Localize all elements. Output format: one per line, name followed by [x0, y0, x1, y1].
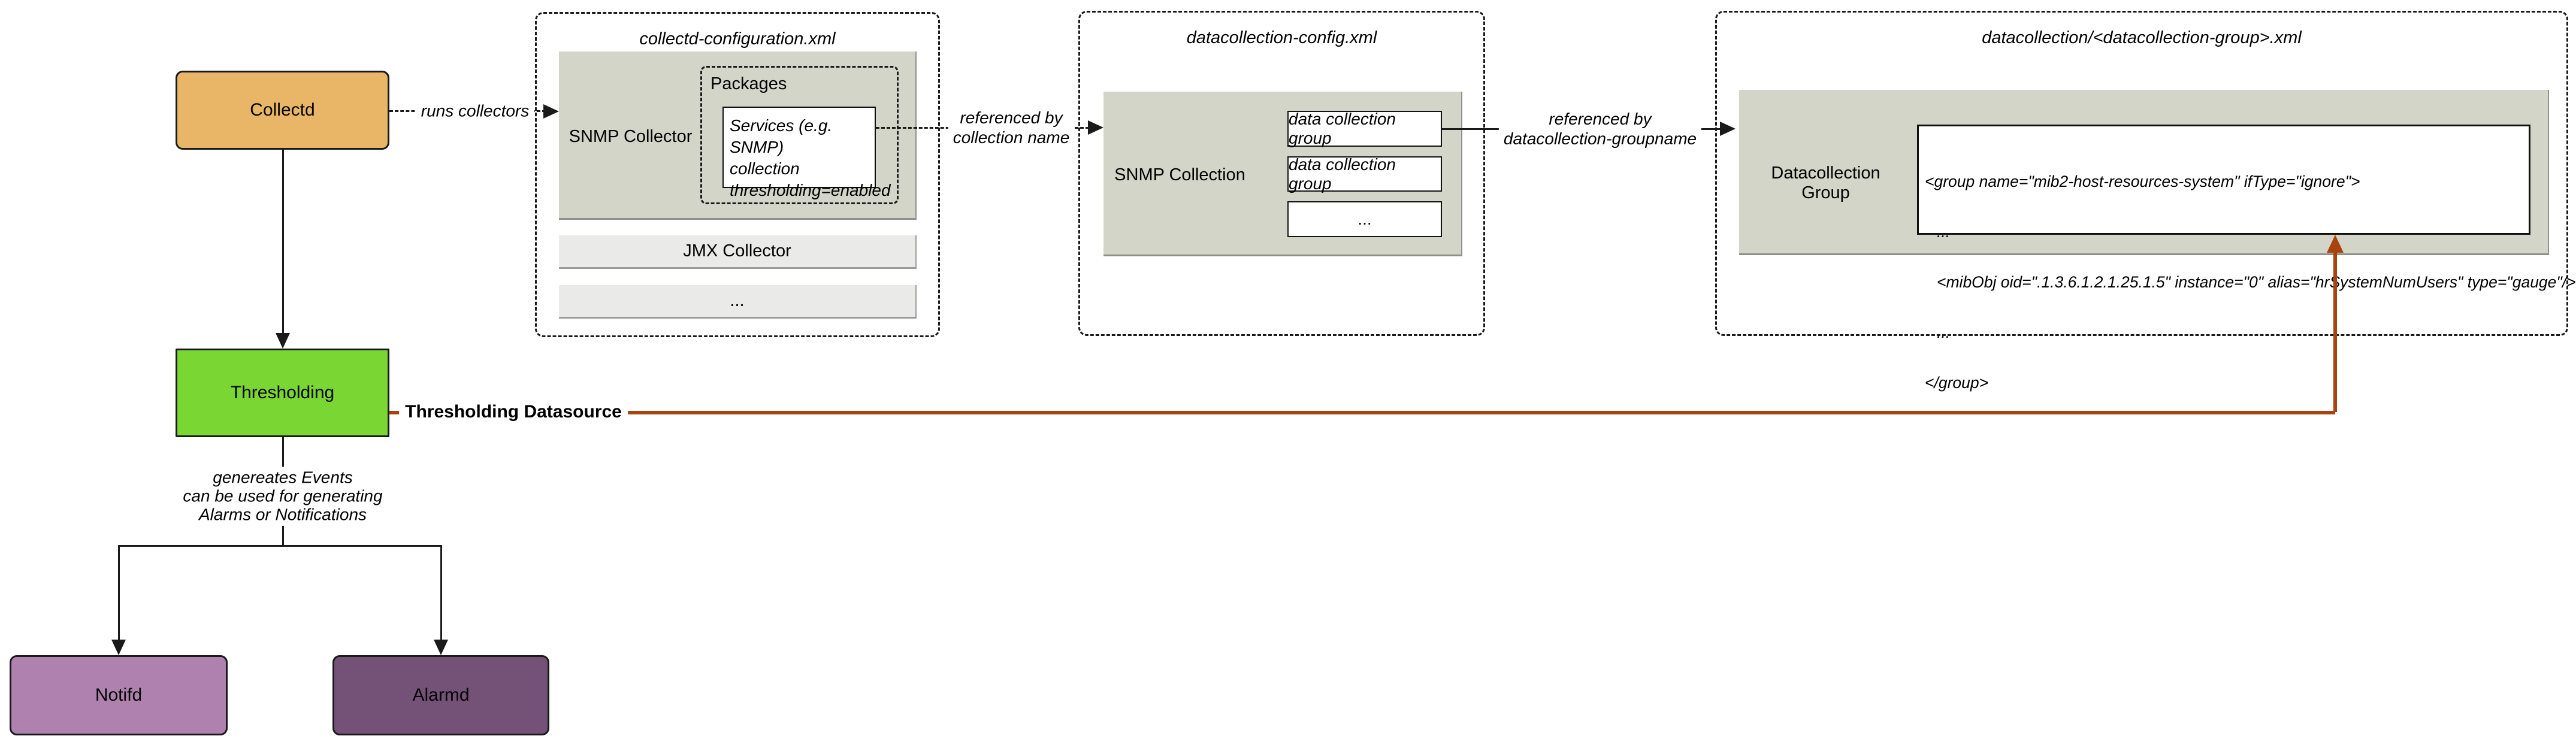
- thresholding-events-line-upper: [282, 437, 284, 468]
- code-line: ...: [1937, 223, 1951, 241]
- thresholding-node: Thresholding: [176, 349, 389, 437]
- data-collection-group-box-more: ...: [1287, 201, 1442, 237]
- datacollection-config-title: datacollection-config.xml: [1186, 28, 1377, 47]
- more-collectors-box: ...: [559, 285, 917, 319]
- notifd-arrowhead-icon: [111, 640, 126, 655]
- jmx-collector-label: JMX Collector: [683, 241, 791, 261]
- data-collection-group-box-1: data collection group: [1287, 110, 1442, 147]
- code-line: </group>: [1925, 374, 1989, 392]
- data-collection-group-label: data collection group: [1289, 110, 1396, 147]
- thresholding-datasource-riser: [2333, 249, 2337, 412]
- notifd-node: Notifd: [10, 655, 228, 735]
- alarmd-label: Alarmd: [412, 685, 470, 705]
- runs-collectors-arrowhead-icon: [543, 104, 559, 119]
- referenced-by-group-label: referenced by datacollection-groupname: [1498, 108, 1702, 150]
- generates-events-note: genereates Events can be used for genera…: [178, 467, 388, 525]
- edge-label-line: referenced by: [1549, 110, 1652, 128]
- services-box: [722, 107, 876, 188]
- edge-label-line: referenced by: [960, 108, 1063, 127]
- code-line: <group name="mib2-host-resources-system"…: [1925, 172, 2360, 190]
- services-line: collection: [730, 159, 800, 178]
- collectd-label: Collectd: [250, 100, 315, 120]
- collectd-to-thresholding-arrowhead-icon: [276, 333, 290, 349]
- data-collection-group-box-2: data collection group: [1287, 155, 1442, 193]
- edge-label-line: collection name: [953, 128, 1070, 147]
- thresholding-datasource-line: [389, 410, 2335, 414]
- branch-to-alarmd-line: [440, 545, 442, 642]
- datacollection-config-container: datacollection-config.xml: [1078, 11, 1485, 336]
- note-line: Alarms or Notifications: [198, 505, 367, 524]
- referenced-by-collection-arrowhead-icon: [1088, 120, 1103, 135]
- data-collection-group-more-label: ...: [1357, 210, 1372, 228]
- more-collectors-label: ...: [730, 291, 745, 310]
- alarmd-arrowhead-icon: [434, 640, 448, 655]
- branch-to-notifd-line: [117, 545, 120, 642]
- packages-box: [700, 66, 899, 204]
- services-line: thresholding=enabled: [730, 181, 891, 199]
- code-line: ...: [1937, 323, 1951, 341]
- collectd-configuration-title: collectd-configuration.xml: [639, 29, 836, 49]
- datacollection-group-file-title: datacollection/<datacollection-group>.xm…: [1982, 28, 2302, 47]
- code-line: <mibObj oid=".1.3.6.1.2.1.25.1.5" instan…: [1937, 273, 2576, 291]
- snmp-collection-label: SNMP Collection: [1114, 165, 1245, 184]
- thresholding-datasource-label: Thresholding Datasource: [399, 401, 628, 423]
- datacollection-group-file-container: datacollection/<datacollection-group>.xm…: [1715, 11, 2568, 336]
- thresholding-label: Thresholding: [230, 383, 335, 402]
- jmx-collector-box: JMX Collector: [559, 235, 917, 269]
- edge-label-line: datacollection-groupname: [1503, 129, 1697, 148]
- events-branch-line: [117, 545, 442, 547]
- packages-label: Packages: [710, 74, 787, 93]
- note-line: genereates Events: [213, 468, 353, 487]
- alarmd-node: Alarmd: [332, 655, 549, 735]
- thresholding-events-line-lower: [282, 526, 284, 546]
- referenced-by-collection-label: referenced by collection name: [948, 107, 1075, 149]
- datacollection-group-code-box: <group name="mib2-host-resources-system"…: [1917, 125, 2576, 391]
- services-text: Services (e.g. SNMP) collection threshol…: [722, 107, 891, 201]
- collectd-node: Collectd: [176, 71, 389, 150]
- notifd-label: Notifd: [95, 685, 143, 705]
- collectd-configuration-container: collectd-configuration.xml: [535, 12, 940, 337]
- thresholding-datasource-arrowhead-icon: [2327, 235, 2344, 253]
- referenced-by-group-arrowhead-icon: [1720, 122, 1736, 136]
- collectd-to-thresholding-line: [282, 150, 284, 334]
- datacollection-group-label: Datacollection Group: [1771, 163, 1880, 202]
- runs-collectors-label: runs collectors: [416, 99, 534, 122]
- data-collection-group-label: data collection group: [1289, 155, 1396, 193]
- note-line: can be used for generating: [183, 486, 383, 505]
- snmp-collector-label: SNMP Collector: [569, 127, 693, 146]
- services-line: Services (e.g. SNMP): [730, 116, 833, 156]
